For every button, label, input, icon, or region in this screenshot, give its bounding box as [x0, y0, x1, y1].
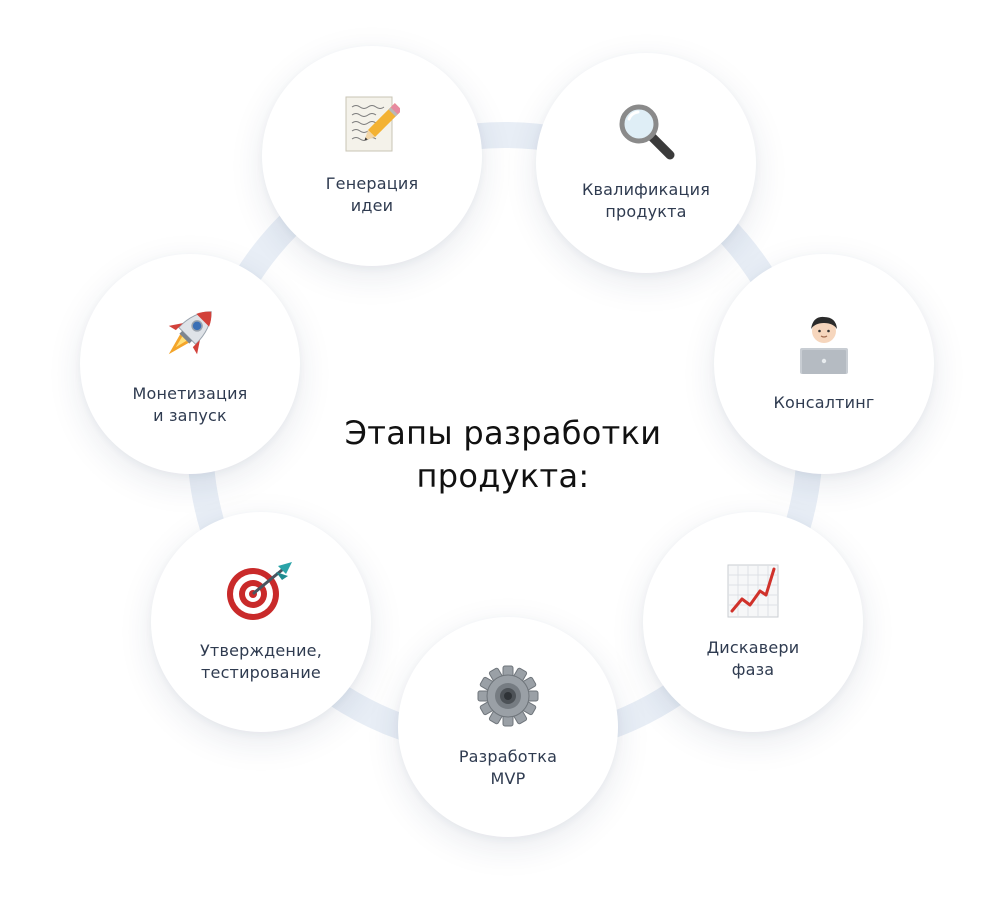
stage-mvp-development: Разработка MVP [398, 617, 618, 837]
stage-idea-generation: Генерация идеи [262, 46, 482, 266]
stage-label: Консалтинг [773, 393, 875, 412]
stage-label: Квалификация продукта [581, 180, 711, 221]
stage-monetization-launch: Монетизация и запуск [80, 254, 300, 474]
target-dart-icon [226, 560, 296, 626]
person-laptop-icon [794, 314, 854, 378]
magnifying-glass-icon [616, 103, 676, 165]
gear-icon [476, 664, 540, 732]
stage-label: Разработка MVP [458, 747, 558, 788]
stage-label: Генерация идеи [325, 174, 419, 215]
stage-approval-testing: Утверждение, тестирование [151, 512, 371, 732]
stage-discovery-phase: Дискавери фаза [643, 512, 863, 732]
stage-product-qualification: Квалификация продукта [536, 53, 756, 273]
stage-consulting: Консалтинг [714, 254, 934, 474]
stage-label: Утверждение, тестирование [199, 641, 322, 682]
stage-label: Монетизация и запуск [132, 384, 248, 425]
stage-label: Дискавери фаза [706, 638, 800, 679]
rocket-icon [157, 301, 223, 369]
diagram-title: Этапы разработки продукта: [344, 414, 662, 495]
chart-increasing-icon [726, 563, 780, 623]
memo-pencil-icon [344, 95, 402, 159]
